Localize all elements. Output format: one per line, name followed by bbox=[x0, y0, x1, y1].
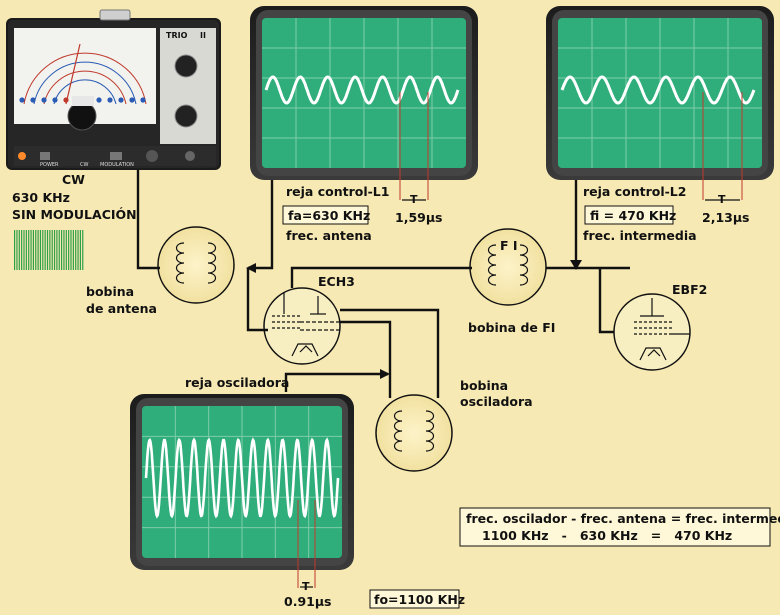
output-connector[interactable] bbox=[185, 151, 195, 161]
oscillator-scope-title: reja osciladora bbox=[185, 375, 289, 390]
antenna-period-value: 1,59µs bbox=[395, 210, 442, 225]
carrier-bar bbox=[25, 230, 27, 270]
carrier-bar bbox=[28, 230, 30, 270]
carrier-bar bbox=[77, 230, 79, 270]
equation-line-2: 1100 KHz - 630 KHz = 470 KHz bbox=[482, 528, 732, 543]
intermediate-period-value: 2,13µs bbox=[702, 210, 749, 225]
antenna-frequency-desc: frec. antena bbox=[286, 228, 372, 243]
power-switch[interactable] bbox=[40, 152, 50, 160]
oscillator-period-marker: T bbox=[302, 580, 310, 593]
carrier-bar bbox=[39, 230, 42, 270]
modulation-label: MODULATION bbox=[100, 162, 134, 168]
carrier-bar bbox=[70, 230, 72, 270]
dial-dot bbox=[96, 97, 102, 103]
carrier-bar bbox=[65, 230, 67, 270]
rf-gain-knob[interactable] bbox=[174, 104, 198, 128]
dial-dot bbox=[41, 97, 47, 103]
intermediate-frequency-desc: frec. intermedia bbox=[583, 228, 697, 243]
carrier-bar bbox=[58, 230, 60, 270]
scope-intermediate-trace bbox=[560, 75, 756, 105]
carrier-bar bbox=[18, 230, 20, 270]
equation-line-1: frec. oscilador - frec. antena = frec. i… bbox=[466, 511, 780, 526]
tuning-knob[interactable] bbox=[67, 101, 97, 131]
scope-antenna-trace bbox=[264, 75, 460, 105]
cw-switch-label: CW bbox=[80, 162, 88, 168]
carrier-bar bbox=[72, 230, 74, 270]
carrier-bar bbox=[23, 230, 25, 270]
carrier-bar bbox=[51, 230, 53, 270]
intermediate-frequency-box: fi = 470 KHz bbox=[590, 208, 676, 223]
carrier-bar bbox=[68, 230, 70, 270]
carrier-bar bbox=[56, 230, 58, 270]
carrier-bar bbox=[75, 230, 77, 270]
frequency-equation: frec. oscilador - frec. antena = frec. i… bbox=[459, 507, 780, 547]
signal-generator: TRIO II POWER CW MODULATION bbox=[6, 9, 221, 170]
oscillator-frequency-box: fo=1100 KHz bbox=[374, 592, 465, 607]
antenna-coil-label-1: bobina bbox=[86, 284, 134, 299]
carrier-bar bbox=[79, 230, 81, 270]
scope-antenna bbox=[250, 6, 478, 180]
carrier-bar bbox=[42, 230, 44, 270]
carrier-bar bbox=[32, 230, 34, 270]
oscillator-coil-label-2: osciladora bbox=[460, 394, 533, 409]
antenna-scope-title: reja control-L1 bbox=[286, 184, 389, 199]
dial-dot bbox=[30, 97, 36, 103]
carrier-bar bbox=[21, 230, 23, 270]
carrier-bar bbox=[37, 230, 39, 270]
unmodulated-signal-icon bbox=[14, 230, 84, 270]
dial-dot bbox=[129, 97, 135, 103]
carrier-bar bbox=[49, 230, 51, 270]
carrier-bar bbox=[82, 230, 84, 270]
dial-dot bbox=[118, 97, 124, 103]
generator-mode-label: CW bbox=[62, 172, 85, 187]
tube-ebf2 bbox=[613, 293, 691, 371]
if-coil-top-label: F I bbox=[500, 238, 518, 253]
intermediate-scope-title: reja control-L2 bbox=[583, 184, 686, 199]
antenna-coil-label-2: de antena bbox=[86, 301, 157, 316]
oscillator-coil bbox=[375, 394, 453, 472]
output-knob[interactable] bbox=[146, 150, 158, 162]
scope-oscillator-trace bbox=[144, 437, 340, 519]
power-label: POWER bbox=[40, 162, 59, 168]
carrier-bar bbox=[63, 230, 65, 270]
carrier-bar bbox=[30, 230, 32, 270]
carrier-bar bbox=[53, 230, 56, 270]
antenna-period-marker: T bbox=[410, 193, 418, 206]
tube-ech3 bbox=[263, 287, 341, 365]
power-lamp bbox=[18, 152, 26, 160]
carrier-bar bbox=[35, 230, 37, 270]
freq-range-knob[interactable] bbox=[174, 54, 198, 78]
tube-ech3-label: ECH3 bbox=[318, 274, 355, 289]
intermediate-period-marker: T bbox=[718, 193, 726, 206]
if-coil-label: bobina de FI bbox=[468, 320, 555, 335]
tube-ebf2-label: EBF2 bbox=[672, 282, 707, 297]
carrier-bar bbox=[14, 230, 16, 270]
generator-model-mark: II bbox=[200, 31, 206, 40]
dial-dot bbox=[19, 97, 25, 103]
generator-brand: TRIO bbox=[166, 31, 188, 40]
scope-intermediate bbox=[546, 6, 774, 180]
oscillator-coil-label-1: bobina bbox=[460, 378, 508, 393]
signal-modulation-label: SIN MODULACIÓN bbox=[12, 207, 137, 222]
mode-switch[interactable] bbox=[110, 152, 122, 160]
scope-oscillator bbox=[130, 394, 354, 570]
carrier-bar bbox=[16, 230, 18, 270]
dial-dot bbox=[107, 97, 113, 103]
circuit-wiring bbox=[136, 170, 630, 398]
oscillator-period-value: 0.91µs bbox=[284, 594, 331, 609]
antenna-frequency-box: fa=630 KHz bbox=[288, 208, 370, 223]
carrier-bar bbox=[61, 230, 63, 270]
signal-frequency-label: 630 KHz bbox=[12, 190, 70, 205]
carrier-bar bbox=[46, 230, 49, 270]
dial-dot bbox=[63, 97, 69, 103]
antenna-coil bbox=[157, 226, 235, 304]
carrier-bar bbox=[44, 230, 46, 270]
dial-dot bbox=[140, 97, 146, 103]
dial-dot bbox=[52, 97, 58, 103]
